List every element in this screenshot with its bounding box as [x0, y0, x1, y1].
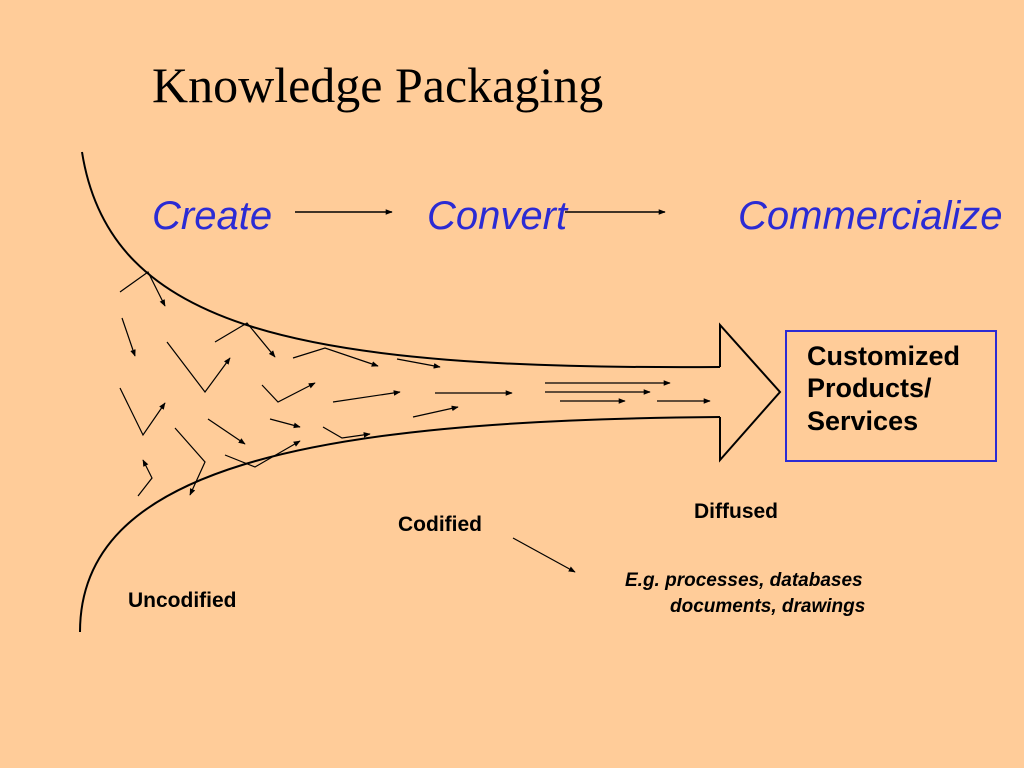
label-uncodified: Uncodified [128, 589, 237, 612]
output-line-2: Products/ [807, 373, 932, 404]
output-box: Customized Products/ Services [785, 330, 997, 462]
output-line-1: Customized [807, 341, 961, 371]
funnel-arrowhead [719, 322, 782, 463]
page-title: Knowledge Packaging [152, 57, 604, 113]
example-line-1: E.g. processes, databases [625, 570, 863, 591]
example-line-2: documents, drawings [670, 595, 866, 617]
label-codified: Codified [398, 513, 482, 536]
funnel-lower-curve [79, 416, 721, 633]
stage-create: Create [152, 194, 273, 238]
stage-convert: Convert [427, 194, 568, 238]
stage-commercialize: Commercialize [738, 194, 1003, 238]
funnel-upper-curve [81, 151, 721, 369]
output-line-3: Services [807, 405, 919, 436]
label-diffused: Diffused [694, 500, 778, 523]
codified-pointer-arrow [512, 537, 576, 573]
example-text: E.g. processes, databases documents, dra… [625, 568, 865, 619]
knowledge-flow-arrows [119, 271, 711, 497]
